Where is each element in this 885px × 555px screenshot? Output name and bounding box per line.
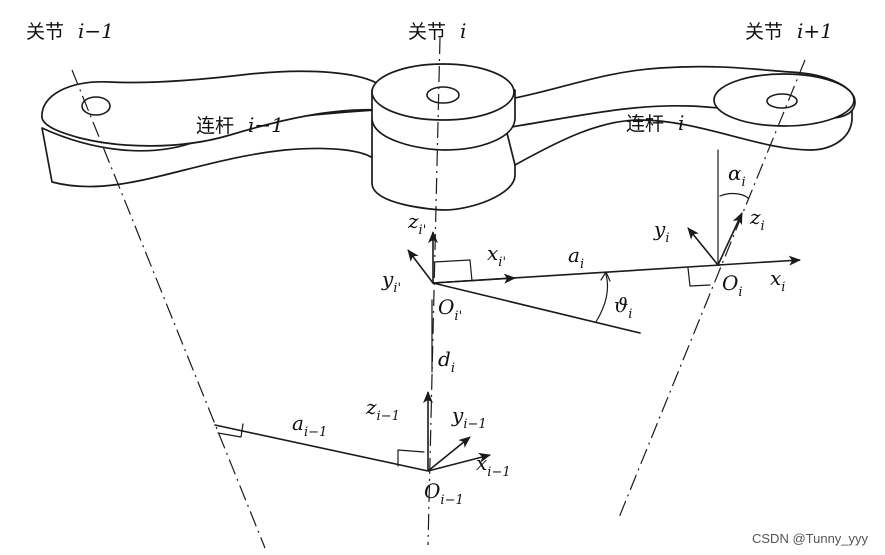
linkage-body [41, 63, 856, 211]
alpha-arc [719, 192, 749, 199]
joint-next-top-face [713, 73, 855, 127]
right-angle-markers [217, 259, 711, 467]
label-z-im1: zi−1 [365, 395, 400, 424]
arrow-y-im1 [427, 436, 471, 472]
arrow-x-iprime [432, 273, 516, 284]
theta-arc-arrowhead [600, 271, 611, 282]
arrow-x-i [717, 255, 801, 266]
arrow-x-im1 [427, 452, 491, 472]
arrow-y-iprime [407, 249, 434, 284]
joint-axes [71, 37, 806, 549]
label-origin-i: Oi [722, 271, 743, 300]
label-origin-iprime: Oi' [438, 295, 462, 324]
axis-joint-prev [71, 69, 266, 549]
label-d-i: di [438, 347, 455, 376]
right-angle-aim1 [217, 423, 244, 438]
joint-prev-hole [81, 96, 111, 116]
label-y-im1: yi−1 [451, 403, 487, 432]
axis-joint-curr [427, 37, 441, 546]
label-y-iprime: yi' [381, 267, 401, 296]
frame-iprime-arrows [407, 231, 516, 284]
label-x-im1: xi−1 [476, 451, 511, 480]
label-a-im1: ai−1 [292, 411, 327, 440]
joint-curr-top-face [371, 63, 515, 121]
theta-arc [595, 273, 609, 323]
watermark: CSDN @Tunny_yyy [752, 531, 869, 546]
label-z-i: zi [749, 205, 765, 234]
label-x-iprime: xi' [487, 241, 506, 270]
arrow-z-i [717, 212, 743, 266]
label-y-i: yi [653, 217, 669, 246]
right-angle-oim1 [397, 449, 425, 467]
normal-a-im1 [214, 424, 429, 472]
common-normals [214, 264, 721, 472]
axis-joint-next [617, 59, 806, 521]
right-angle-iprime [433, 259, 473, 282]
joint-next-hole [766, 93, 798, 109]
label-x-i: xi [770, 266, 785, 295]
label-a-i: ai [568, 243, 584, 272]
joint-curr-hole [426, 86, 460, 104]
label-alpha-i: αi [728, 161, 746, 190]
arrow-y-i [687, 227, 719, 266]
label-theta-i: ϑi [614, 293, 632, 322]
right-angle-oi [687, 267, 711, 287]
frame-i-arrows [687, 149, 801, 266]
frame-im1-arrows [423, 391, 491, 472]
label-origin-im1: Oi−1 [424, 479, 464, 508]
theta-reference-line [432, 282, 641, 334]
label-z-iprime: zi' [407, 209, 426, 238]
